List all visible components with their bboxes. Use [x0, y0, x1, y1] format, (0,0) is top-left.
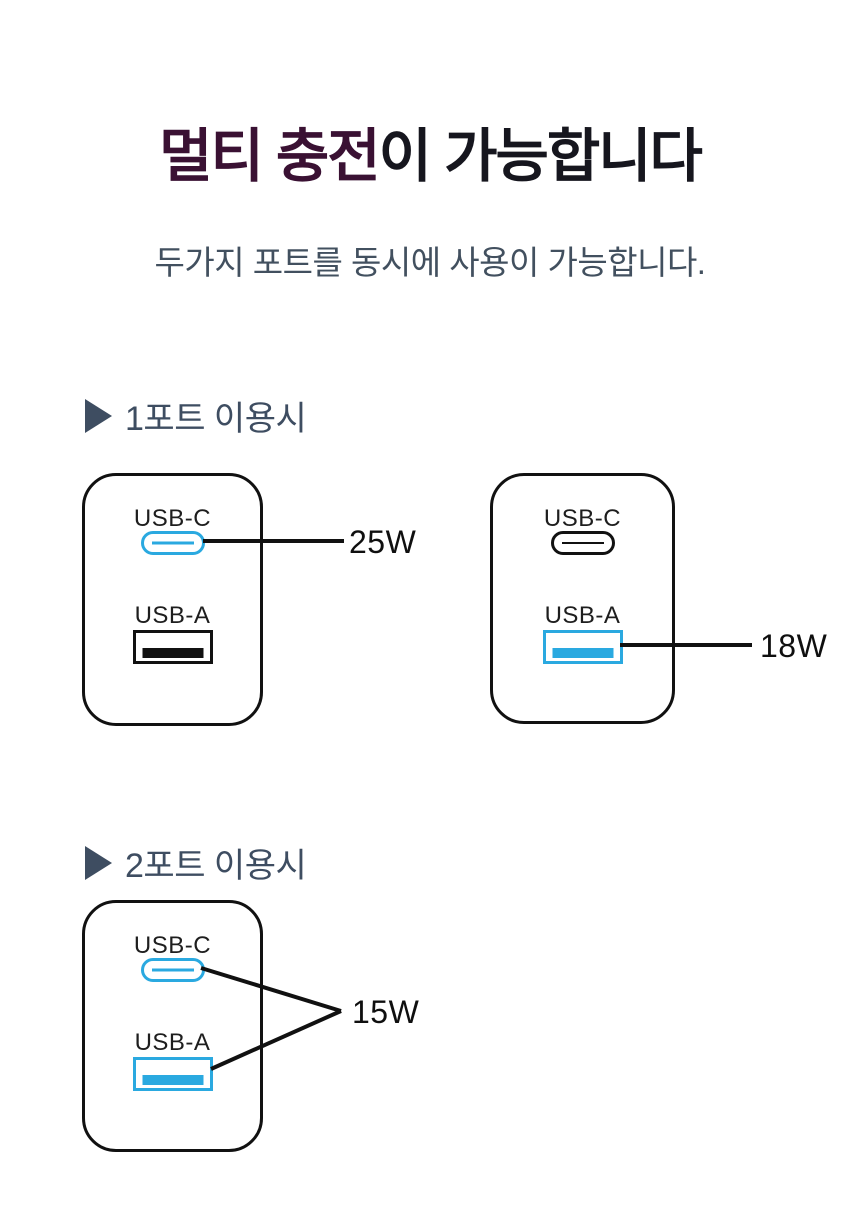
charger-diagram-3: USB-C USB-A	[82, 900, 263, 1152]
page-title: 멀티 충전이 가능합니다	[0, 123, 860, 190]
usb-a-port-icon	[542, 630, 623, 664]
usb-c-port-icon	[550, 531, 615, 555]
usb-c-pin-line	[151, 541, 194, 545]
usb-c-label: USB-C	[133, 505, 212, 532]
section-1-label: 1포트 이용시	[125, 400, 307, 438]
usb-a-contact-bar	[142, 1075, 203, 1085]
usb-a-port-icon	[132, 630, 213, 664]
page-title-highlight: 멀티 충전	[159, 123, 381, 189]
triangle-marker-icon	[85, 398, 112, 433]
triangle-marker-icon	[85, 845, 112, 880]
usb-c-port-icon	[140, 531, 205, 555]
wattage-label-18w: 18W	[760, 628, 828, 664]
section-2-header: 2포트 이용시	[85, 838, 307, 887]
usb-c-pin-line	[561, 542, 604, 544]
usb-a-port-icon	[132, 1057, 213, 1091]
usb-a-label: USB-A	[134, 602, 211, 629]
usb-a-label: USB-A	[134, 1029, 211, 1056]
wattage-label-15w: 15W	[352, 994, 420, 1030]
usb-a-contact-bar	[142, 648, 203, 658]
usb-c-label: USB-C	[543, 505, 622, 532]
usb-c-label: USB-C	[133, 932, 212, 959]
charger-diagram-2: USB-C USB-A	[490, 473, 675, 724]
page-title-rest: 이 가능합니다	[378, 123, 703, 189]
usb-c-port-icon	[140, 958, 205, 982]
wattage-label-25w: 25W	[349, 524, 417, 560]
section-2-label: 2포트 이용시	[125, 847, 307, 885]
usb-a-label: USB-A	[544, 602, 621, 629]
usb-c-pin-line	[151, 968, 194, 972]
usb-a-contact-bar	[552, 648, 613, 658]
charger-diagram-1: USB-C USB-A	[82, 473, 263, 726]
subtitle: 두가지 포트를 동시에 사용이 가능합니다.	[154, 244, 706, 281]
section-1-header: 1포트 이용시	[85, 391, 307, 440]
